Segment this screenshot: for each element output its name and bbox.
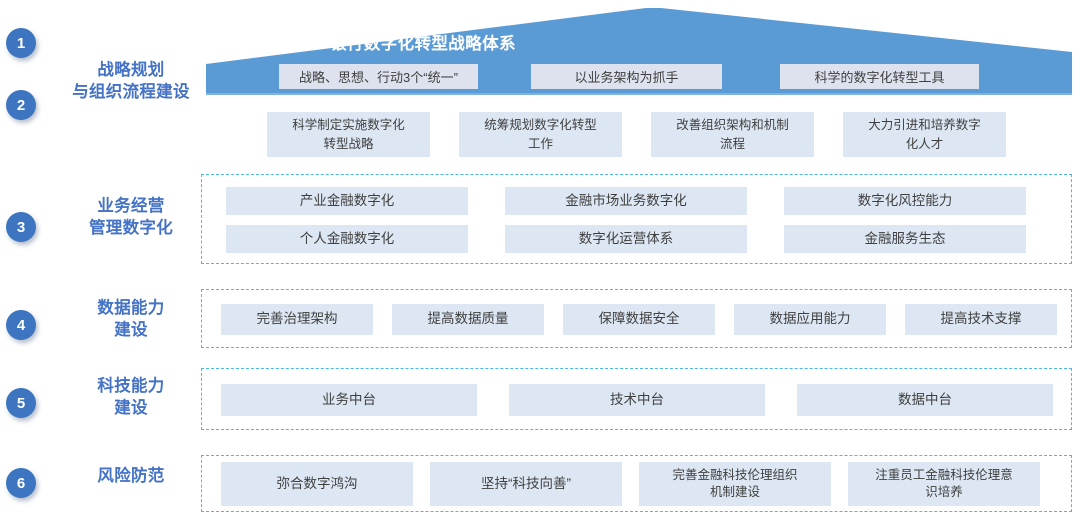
group-risk-prevention: 弥合数字鸿沟 坚持“科技向善” 完善金融科技伦理组织 机制建设 注重员工金融科技… bbox=[201, 455, 1072, 512]
tech-cell-3: 数据中台 bbox=[797, 384, 1053, 416]
strategy-box-3: 改善组织架构和机制 流程 bbox=[651, 112, 814, 157]
data-cell-1: 完善治理架构 bbox=[221, 304, 373, 335]
row-label-tech-capability: 科技能力 建设 bbox=[97, 377, 165, 417]
row-label-business-operation: 业务经营 管理数字化 bbox=[89, 197, 173, 237]
data-cell-2: 提高数据质量 bbox=[392, 304, 544, 335]
risk-cell-2: 坚持“科技向善” bbox=[430, 462, 622, 506]
data-cell-3: 保障数据安全 bbox=[563, 304, 715, 335]
tech-cell-2: 技术中台 bbox=[509, 384, 765, 416]
risk-cell-4: 注重员工金融科技伦理意 识培养 bbox=[848, 462, 1040, 506]
step-number-2: 2 bbox=[6, 90, 36, 120]
step-number-1: 1 bbox=[6, 28, 36, 58]
business-cell-3: 数字化风控能力 bbox=[784, 187, 1026, 215]
step-number-5: 5 bbox=[6, 388, 36, 418]
step-number-4: 4 bbox=[6, 310, 36, 340]
roof-item-2: 以业务架构为抓手 bbox=[531, 64, 722, 89]
business-cell-6: 金融服务生态 bbox=[784, 225, 1026, 253]
roof-item-1: 战略、思想、行动3个“统一” bbox=[279, 64, 478, 89]
risk-cell-3: 完善金融科技伦理组织 机制建设 bbox=[639, 462, 831, 506]
row-label-risk-prevention: 风险防范 bbox=[97, 467, 165, 485]
step-number-3: 3 bbox=[6, 212, 36, 242]
risk-cell-1: 弥合数字鸿沟 bbox=[221, 462, 413, 506]
roof-underline bbox=[206, 93, 1072, 95]
diagram-title: 银行数字化转型战略体系 bbox=[330, 35, 516, 53]
strategy-box-1: 科学制定实施数字化 转型战略 bbox=[267, 112, 430, 157]
business-cell-2: 金融市场业务数字化 bbox=[505, 187, 747, 215]
row-label-strategy-planning: 战略规划 与组织流程建设 bbox=[72, 61, 190, 101]
group-tech-capability: 业务中台 技术中台 数据中台 bbox=[201, 368, 1072, 430]
group-business-operation: 产业金融数字化 金融市场业务数字化 数字化风控能力 个人金融数字化 数字化运营体… bbox=[201, 174, 1072, 264]
data-cell-4: 数据应用能力 bbox=[734, 304, 886, 335]
roof-item-3: 科学的数字化转型工具 bbox=[780, 64, 979, 89]
strategy-box-4: 大力引进和培养数字 化人才 bbox=[843, 112, 1006, 157]
step-number-6: 6 bbox=[6, 468, 36, 498]
business-cell-5: 数字化运营体系 bbox=[505, 225, 747, 253]
tech-cell-1: 业务中台 bbox=[221, 384, 477, 416]
group-data-capability: 完善治理架构 提高数据质量 保障数据安全 数据应用能力 提高技术支撑 bbox=[201, 289, 1072, 348]
data-cell-5: 提高技术支撑 bbox=[905, 304, 1057, 335]
row-label-data-capability: 数据能力 建设 bbox=[97, 299, 165, 339]
business-cell-1: 产业金融数字化 bbox=[226, 187, 468, 215]
strategy-box-2: 统筹规划数字化转型 工作 bbox=[459, 112, 622, 157]
business-cell-4: 个人金融数字化 bbox=[226, 225, 468, 253]
